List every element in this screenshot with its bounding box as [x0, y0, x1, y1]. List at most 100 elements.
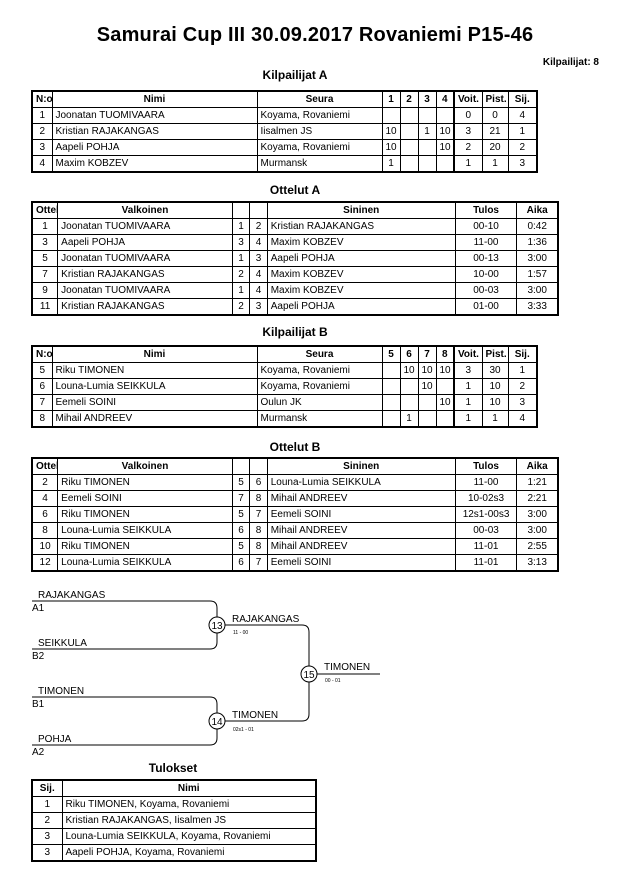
semi1-top-seed: A1 — [32, 603, 45, 614]
table-cell: Louna-Lumia SEIKKULA — [57, 554, 233, 572]
matches-b-header-row: OtteluValkoinenSininenTulosAika — [31, 457, 559, 475]
table-cell: Louna-Lumia SEIKKULA, Koyama, Rovaniemi — [61, 828, 317, 845]
table-cell: Kristian RAJAKANGAS — [57, 298, 233, 316]
table-cell: 4 — [507, 410, 538, 428]
semi1-top-name: RAJAKANGAS — [38, 590, 106, 601]
table-cell: 10 — [435, 394, 455, 411]
table-cell: 3 — [31, 844, 63, 862]
table-cell: 7 — [31, 394, 53, 411]
semi2-match-circle — [208, 712, 226, 730]
participants-count: Kilpailijat: 8 — [542, 57, 599, 68]
matches-b-heading: Ottelut B — [269, 440, 321, 454]
table-cell: Mihail ANDREEV — [266, 538, 456, 555]
table-cell: 1 — [481, 410, 509, 428]
semi2-score: 02s1 - 01 — [233, 727, 254, 733]
semi2-match-number: 14 — [211, 717, 223, 728]
table-cell: Aapeli POHJA — [266, 298, 456, 316]
matches-b-header-cell: Aika — [516, 457, 559, 475]
results-header-cell: Nimi — [61, 779, 317, 797]
final-winner: TIMONEN — [324, 662, 370, 673]
table-cell: 2 — [31, 812, 63, 829]
table-cell: 3 — [507, 155, 538, 173]
semi1-match-circle — [208, 616, 226, 634]
table-cell: 1 — [381, 155, 401, 173]
semi2-bottom-seed: A2 — [32, 747, 45, 758]
table-cell: 2 — [507, 139, 538, 156]
table-cell: 3 — [507, 394, 538, 411]
table-cell: 3:00 — [516, 282, 559, 299]
table-cell: 11 — [31, 298, 59, 316]
table-cell: 3:33 — [516, 298, 559, 316]
final-match-circle — [300, 665, 318, 683]
table-cell: 3 — [31, 139, 53, 156]
table-cell: 3:13 — [516, 554, 559, 572]
table-cell: 1 — [453, 155, 483, 173]
table-cell: 3 — [249, 298, 268, 316]
table-cell: 1 — [507, 123, 538, 140]
semi1-bottom-seed: B2 — [32, 651, 45, 662]
semi1-match-number: 13 — [211, 621, 223, 632]
semi1-winner: RAJAKANGAS — [232, 614, 300, 625]
table-cell: 1 — [453, 410, 483, 428]
results-header-cell: Sij. — [31, 779, 63, 797]
pool-a-heading: Kilpailijat A — [262, 68, 328, 82]
table-cell: Maxim KOBZEV — [266, 282, 456, 299]
table-cell: 1 — [31, 796, 63, 813]
pool-b-heading: Kilpailijat B — [262, 325, 328, 339]
semi2-winner: TIMONEN — [232, 710, 278, 721]
semi1-score: 11 - 00 — [233, 630, 248, 636]
table-cell: 1 — [507, 362, 538, 379]
table-cell: Maxim KOBZEV — [51, 155, 258, 173]
semi2-bottom-name: POHJA — [38, 734, 72, 745]
table-cell: Eemeli SOINI — [266, 554, 456, 572]
table-cell: Aapeli POHJA, Koyama, Rovaniemi — [61, 844, 317, 862]
table-cell: 3 — [31, 828, 63, 845]
semi2-top-seed: B1 — [32, 699, 45, 710]
table-cell: Riku TIMONEN, Koyama, Rovaniemi — [61, 796, 317, 813]
table-cell: 8 — [249, 538, 268, 555]
table-cell: 3 — [249, 250, 268, 267]
table-cell: 7 — [249, 554, 268, 572]
final-score: 00 - 01 — [325, 678, 341, 684]
results-heading: Tulokset — [148, 761, 198, 775]
table-cell: 2:55 — [516, 538, 559, 555]
results-header-row: Sij.Nimi — [31, 779, 317, 797]
table-cell: 4 — [249, 282, 268, 299]
semi1-bottom-name: SEIKKULA — [38, 638, 87, 649]
table-cell: 1 — [399, 410, 419, 428]
matches-a-table: OtteluValkoinenSininenTulosAika 1Joonata… — [31, 201, 559, 316]
matches-a-heading: Ottelut A — [269, 183, 321, 197]
